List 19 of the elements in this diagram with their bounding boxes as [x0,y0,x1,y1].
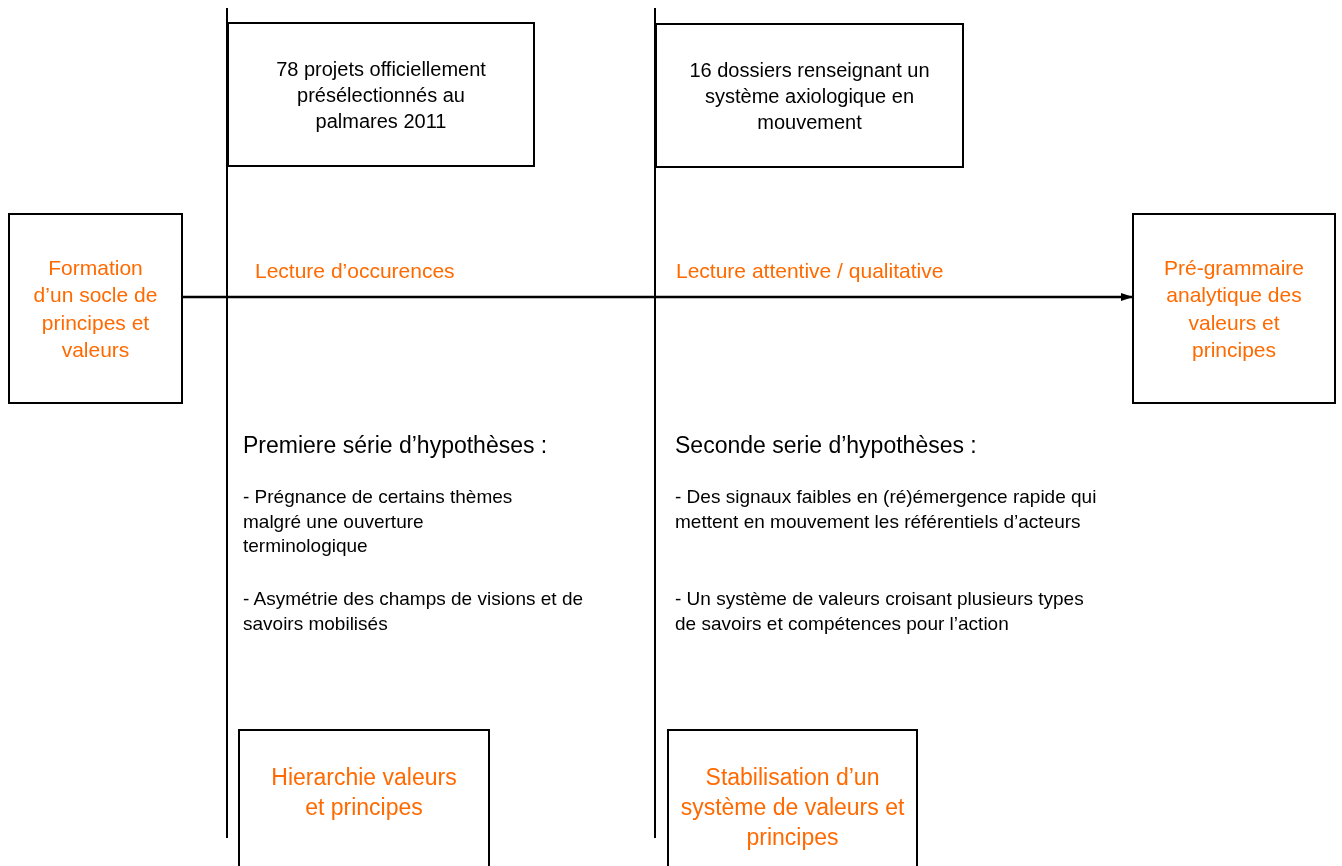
hypothesis-text: - Un système de valeurs croisant plusieurs types de savoirs et compétences pour l’action [675,587,1085,636]
heading: Seconde serie d’hypothèses : [675,431,977,460]
text-box [655,23,964,168]
node-label: Formation d’un socle de principes et valeurs [32,254,159,363]
text-box [227,22,535,167]
text-box [8,213,183,404]
node-label: Pré-grammaire analytique des valeurs et principes [1163,254,1305,363]
text-box [667,729,918,866]
text-box [1132,213,1336,404]
node-label: 16 dossiers renseignant un système axiologique en mouvement [688,57,931,135]
text-box [238,729,490,866]
hypothesis-text: - Prégnance de certains thèmes malgré une ouverture terminologique [243,485,514,559]
arrow [183,293,1133,301]
node-label: Hierarchie valeurs et principes [270,763,458,822]
node-label: Stabilisation d’un système de valeurs et principes [679,763,906,852]
heading: Premiere série d’hypothèses : [243,431,548,460]
node-label: 78 projets officiellement présélectionnés au palmares 2011 [275,56,487,134]
hypothesis-text: - Asymétrie des champs de visions et de savoirs mobilisés [243,587,585,636]
hypothesis-text: - Des signaux faibles en (ré)émergence rapide qui mettent en mouvement les référentiels d’acteurs [675,485,1098,534]
